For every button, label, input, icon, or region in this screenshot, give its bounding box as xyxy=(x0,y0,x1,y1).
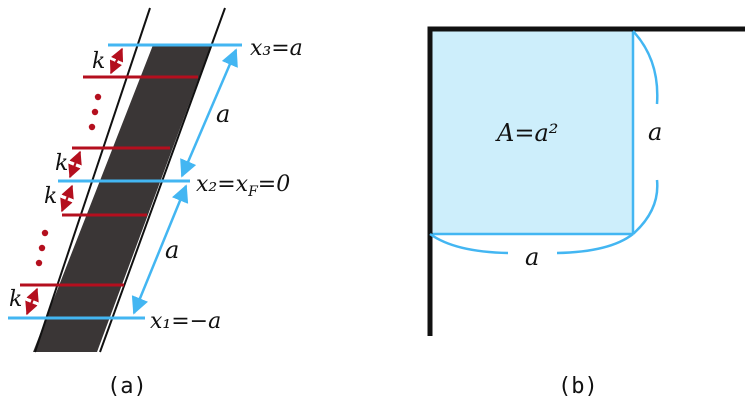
caption-a: (a) xyxy=(107,374,147,399)
dark-band xyxy=(33,45,211,352)
side-right-label: a xyxy=(648,118,662,146)
x1-label: x₁=−a xyxy=(150,309,221,334)
panel-a: x₃=a x₂=xF=0 x₁=−a a a k k k k (a) xyxy=(8,7,303,399)
k-arrow-top xyxy=(109,47,124,75)
brace-bottom-left xyxy=(429,232,509,255)
k-arrow-bottom xyxy=(25,287,39,316)
k-bottom-label: k xyxy=(9,287,22,312)
a-upper-label: a xyxy=(216,100,230,128)
k-arrow-mid xyxy=(68,150,82,179)
x2-label-rest: =0 xyxy=(258,172,290,197)
brace-right-lower xyxy=(632,179,659,235)
panel-b: A=a² a a (b) xyxy=(427,26,745,399)
ellipsis-dots-upper xyxy=(88,93,102,131)
x2-label-main: x₂=x xyxy=(196,172,249,197)
k-top-label: k xyxy=(92,49,105,74)
k-mid-label: k xyxy=(55,151,68,176)
side-bottom-label: a xyxy=(525,243,539,271)
x2-label-sub: F xyxy=(247,184,259,200)
corner-wall xyxy=(427,26,745,336)
caption-b: (b) xyxy=(558,374,598,399)
ellipsis-dots-lower xyxy=(35,229,49,267)
k-mid2-label: k xyxy=(44,184,57,209)
arrow-a-lower xyxy=(131,184,189,315)
arrow-a-upper xyxy=(180,48,238,178)
a-lower-label: a xyxy=(165,236,179,264)
brace-right-upper xyxy=(632,30,659,105)
brace-bottom-right xyxy=(556,233,634,255)
x2-label: x₂=xF=0 xyxy=(196,172,290,200)
area-label: A=a² xyxy=(495,119,558,147)
k-arrow-mid2 xyxy=(60,184,74,213)
area-square xyxy=(430,31,633,234)
x3-label: x₃=a xyxy=(250,36,303,61)
